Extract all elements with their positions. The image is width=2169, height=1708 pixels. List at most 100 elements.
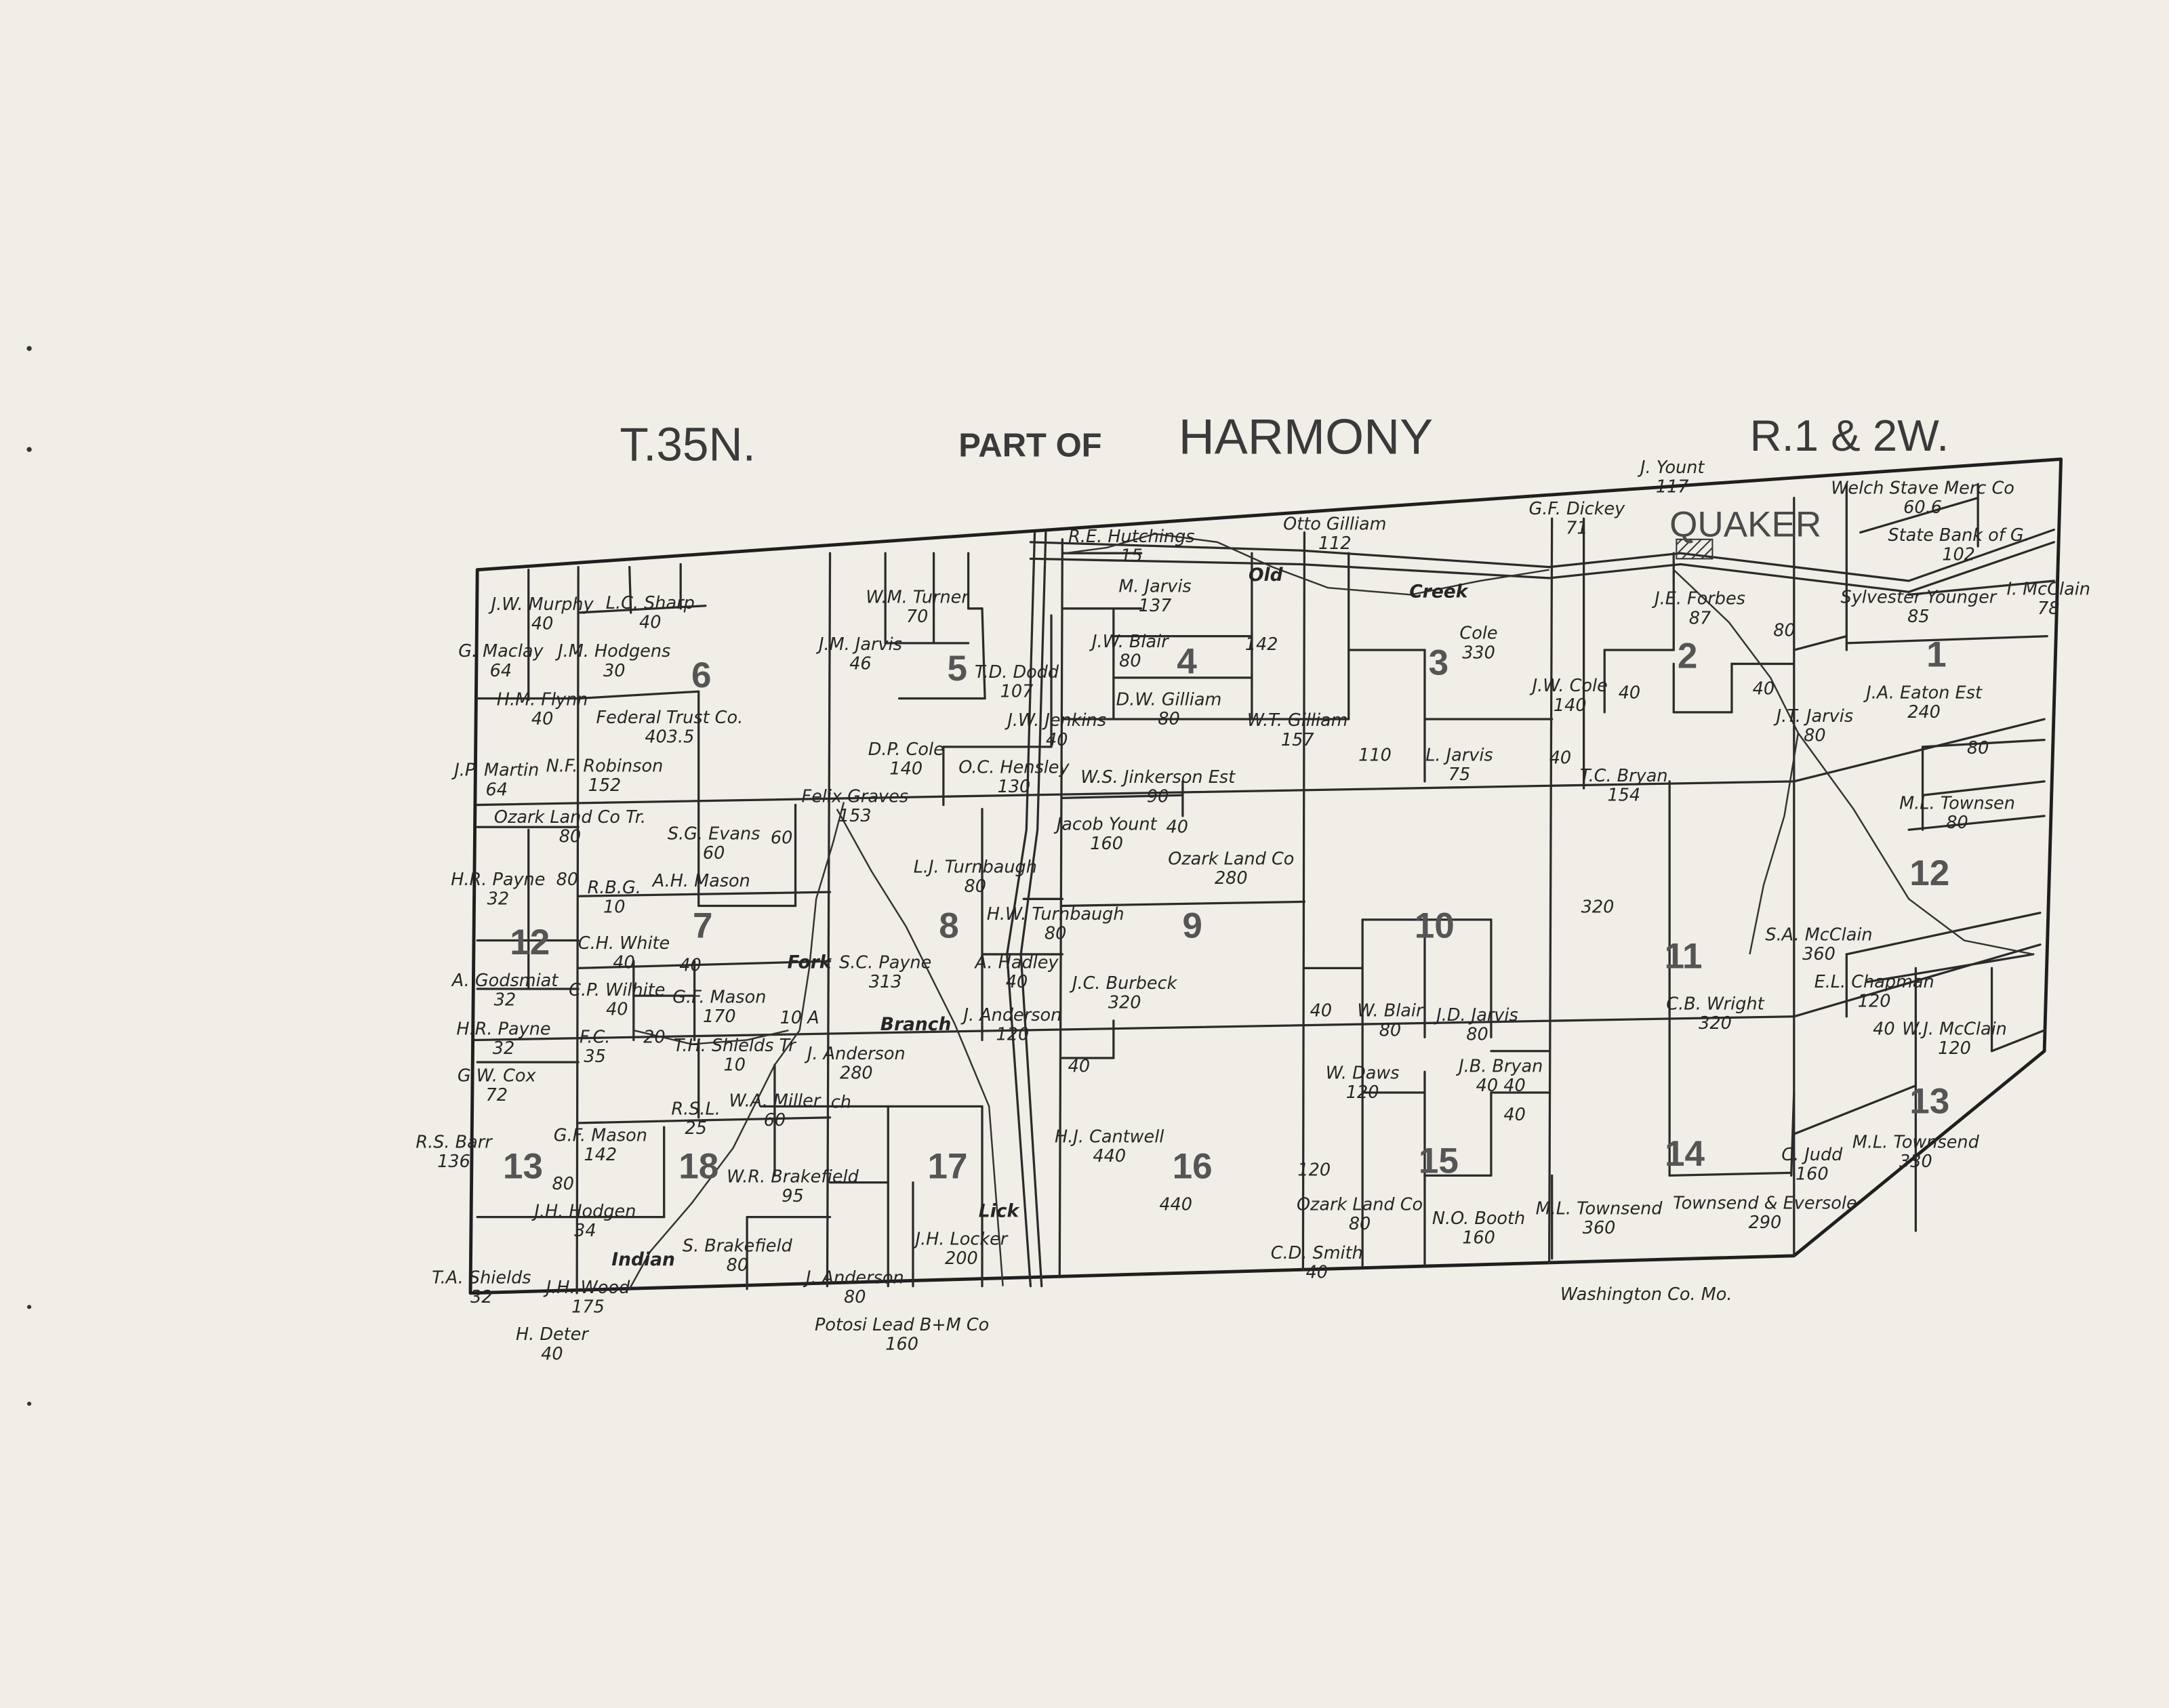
road-line	[1006, 531, 1036, 1288]
parcel-owner: J. Anderson	[803, 1268, 904, 1288]
parcel-owner: Jacob Yount	[1053, 814, 1158, 834]
parcel-acres: 35	[584, 1046, 605, 1067]
parcel-owner: T.A. Shields	[432, 1268, 531, 1288]
parcel-owner: J.M. Jarvis	[815, 634, 902, 655]
waterways-and-roads	[628, 528, 2056, 1290]
waterway-label: Creek	[1409, 581, 1469, 602]
parcel-owner: Felix Graves	[801, 786, 908, 807]
parcel-owner: S.C. Payne	[839, 952, 931, 973]
parcel-acres: 107	[1000, 681, 1034, 702]
parcel-acres: 157	[1281, 730, 1314, 750]
section-number: 15	[1419, 1141, 1459, 1181]
parcel-label: 40	[679, 955, 701, 975]
parcel-label: Ozark Land Co Tr.80	[494, 807, 646, 847]
parcel-acres: 120	[1938, 1038, 1971, 1059]
section-number: 13	[1909, 1082, 1949, 1122]
parcel-owner: J. Anderson	[804, 1044, 906, 1064]
section-number: 16	[1173, 1146, 1213, 1186]
parcel-acres: 175	[571, 1297, 605, 1317]
parcel-acres: 40	[1306, 1262, 1328, 1282]
parcel-line	[1907, 815, 2046, 831]
parcel-owner: W.S. Jinkerson Est	[1080, 767, 1236, 788]
parcel-line	[1793, 634, 1848, 651]
parcel-label: 60	[771, 828, 792, 849]
parcel-acres: 15	[1120, 546, 1142, 566]
parcel-acres: 140	[1554, 695, 1587, 716]
parcel-owner: Cole	[1459, 624, 1497, 644]
parcel-line	[577, 1116, 832, 1124]
parcel-owner: L.C. Sharp	[606, 593, 695, 613]
parcel-acres: 320	[1699, 1013, 1732, 1034]
parcel-label: 40	[1503, 1105, 1525, 1125]
creek-line	[1065, 533, 1549, 596]
parcel-acres: 40	[1006, 972, 1028, 992]
parcel-lines	[473, 483, 2056, 1295]
parcel-owner: D.P. Cole	[868, 739, 944, 760]
parcel-acres: 280	[840, 1063, 873, 1084]
parcel-line	[826, 552, 832, 1288]
parcel-acres: 120	[1297, 1160, 1331, 1180]
parcel-acres: 40	[1549, 748, 1571, 768]
parcel-acres: 320	[1581, 897, 1615, 918]
parcel-acres: 87	[1689, 608, 1711, 628]
parcel-acres: 80	[1466, 1024, 1488, 1044]
parcel-acres: 80	[1804, 726, 1825, 746]
parcel-acres: 80	[965, 876, 986, 897]
parcel-acres: 72	[486, 1085, 508, 1105]
section-number: 2	[1678, 636, 1698, 676]
parcel-owner: M.L. Townsend	[1852, 1133, 1980, 1153]
parcel-acres: 80	[1119, 651, 1141, 672]
parcel-label: 142	[1245, 634, 1278, 655]
section-number: 8	[939, 906, 959, 946]
margin-dots	[26, 346, 32, 1406]
parcel-acres: 112	[1318, 533, 1352, 554]
parcel-owner: J. Yount	[1637, 458, 1705, 478]
parcel-owner: Welch Stave Merc Co	[1831, 478, 2014, 498]
parcel-acres: 154	[1607, 785, 1640, 805]
parcel-acres: 70	[906, 607, 928, 627]
parcel-owner: W.M. Turner	[866, 588, 969, 608]
parcel-line	[476, 780, 1796, 807]
section-number: 7	[693, 906, 713, 946]
parcel-acres: 440	[1159, 1194, 1192, 1215]
parcel-acres: 40	[1310, 1001, 1332, 1021]
parcel-owner: J.H. Hodgen	[531, 1202, 636, 1222]
parcel-acres: 200	[945, 1248, 978, 1269]
parcel-owner: T.C. Bryan	[1580, 766, 1668, 786]
parcel-line	[1990, 1029, 2046, 1053]
parcel-owner: J.C. Burbeck	[1069, 973, 1178, 994]
road-line	[1019, 531, 1047, 1288]
parcel-owner: J.P. Martin	[451, 760, 539, 781]
parcel-acres: 20	[643, 1028, 665, 1048]
parcel-owner: C.B. Wright	[1666, 994, 1764, 1015]
parcel-owner: A.H. Mason	[651, 871, 750, 891]
parcel-acres: 40	[639, 612, 661, 632]
parcel-acres: 40	[613, 952, 634, 973]
waterway-label: Branch	[880, 1014, 952, 1035]
parcel-line	[981, 607, 986, 700]
parcel-acres: 60.6	[1903, 497, 1942, 518]
parcel-line	[575, 565, 580, 1295]
